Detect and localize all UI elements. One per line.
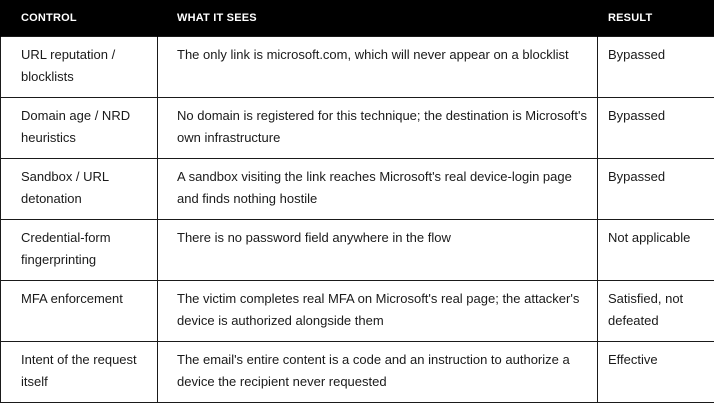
cell-what-it-sees: There is no password field anywhere in t… bbox=[157, 218, 598, 281]
cell-control: Credential-form fingerprinting bbox=[0, 218, 158, 281]
cell-what-it-sees: No domain is registered for this techniq… bbox=[157, 96, 598, 159]
header-result: RESULT bbox=[597, 0, 714, 36]
table-row: Credential-form fingerprinting There is … bbox=[0, 218, 714, 281]
cell-control: MFA enforcement bbox=[0, 279, 158, 342]
cell-control: URL reputation / blocklists bbox=[0, 35, 158, 98]
cell-result: Bypassed bbox=[597, 157, 714, 220]
cell-result: Not applicable bbox=[597, 218, 714, 281]
table-row: Sandbox / URL detonation A sandbox visit… bbox=[0, 157, 714, 220]
table-row: MFA enforcement The victim completes rea… bbox=[0, 279, 714, 342]
table-row: Intent of the request itself The email's… bbox=[0, 340, 714, 403]
cell-what-it-sees: The victim completes real MFA on Microso… bbox=[157, 279, 598, 342]
cell-control: Domain age / NRD heuristics bbox=[0, 96, 158, 159]
header-row: CONTROL WHAT IT SEES RESULT bbox=[0, 0, 714, 36]
cell-what-it-sees: A sandbox visiting the link reaches Micr… bbox=[157, 157, 598, 220]
table-row: URL reputation / blocklists The only lin… bbox=[0, 35, 714, 98]
cell-what-it-sees: The only link is microsoft.com, which wi… bbox=[157, 35, 598, 98]
table-header: CONTROL WHAT IT SEES RESULT bbox=[0, 0, 714, 36]
table-row: Domain age / NRD heuristics No domain is… bbox=[0, 96, 714, 159]
cell-control: Sandbox / URL detonation bbox=[0, 157, 158, 220]
cell-control: Intent of the request itself bbox=[0, 340, 158, 403]
header-control: CONTROL bbox=[0, 0, 158, 36]
cell-result: Bypassed bbox=[597, 96, 714, 159]
cell-result: Effective bbox=[597, 340, 714, 403]
cell-result: Satisfied, not defeated bbox=[597, 279, 714, 342]
header-what-it-sees: WHAT IT SEES bbox=[157, 0, 598, 36]
cell-what-it-sees: The email's entire content is a code and… bbox=[157, 340, 598, 403]
table-body: URL reputation / blocklists The only lin… bbox=[0, 35, 714, 403]
cell-result: Bypassed bbox=[597, 35, 714, 98]
